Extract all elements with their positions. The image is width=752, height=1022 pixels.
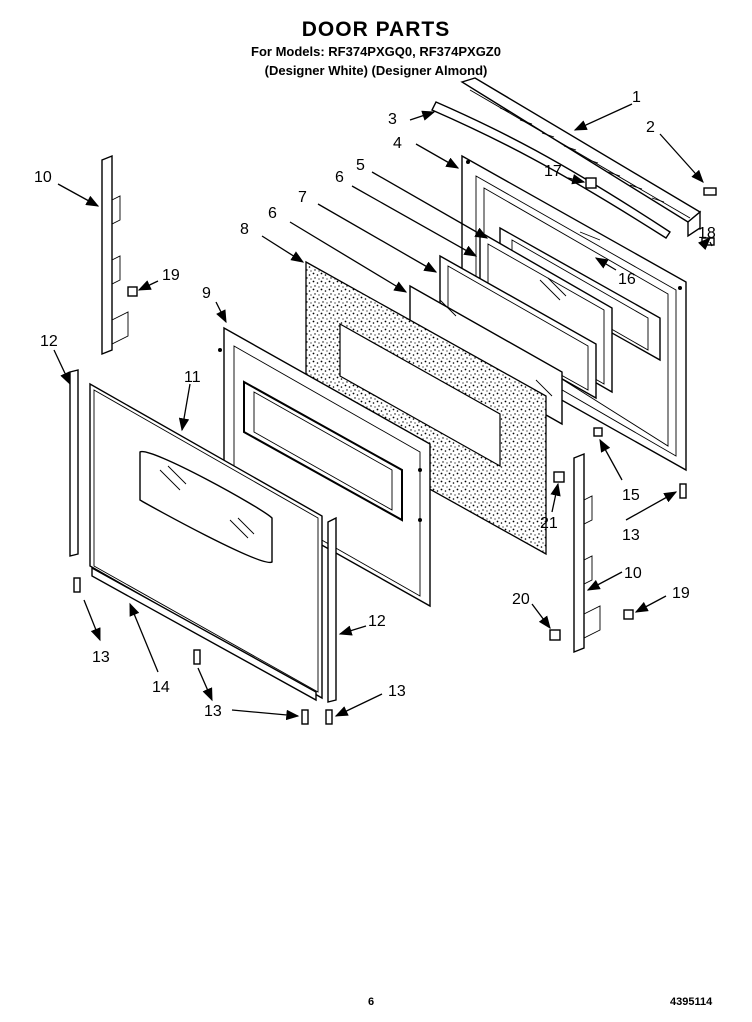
bottom-trim-part bbox=[91, 566, 317, 702]
bracket-part bbox=[593, 427, 603, 437]
screw-top-right bbox=[703, 187, 717, 196]
screw-hinge-upper bbox=[553, 471, 565, 483]
side-trim-left bbox=[69, 369, 79, 557]
callout-14: 14 bbox=[152, 679, 170, 696]
callout-4: 4 bbox=[393, 135, 402, 152]
outer-door-part bbox=[89, 382, 323, 700]
callout-5: 5 bbox=[356, 157, 365, 174]
screw-top bbox=[585, 177, 597, 189]
callout-12a: 12 bbox=[40, 333, 58, 350]
callout-19b: 19 bbox=[672, 585, 690, 602]
screw-bottom-c bbox=[325, 709, 333, 725]
screw-bottom-b bbox=[301, 709, 309, 725]
page-title: DOOR PARTS bbox=[301, 18, 451, 41]
callout-6b: 6 bbox=[268, 205, 277, 222]
callout-13c: 13 bbox=[388, 683, 406, 700]
models-line: For Models: RF374PXGQ0, RF374PXGZ0 bbox=[251, 44, 501, 59]
glass-panel-part bbox=[439, 254, 597, 400]
callout-10a: 10 bbox=[34, 169, 52, 186]
screw-bottom-a bbox=[193, 649, 201, 665]
callout-3: 3 bbox=[388, 111, 397, 128]
callout-17: 17 bbox=[544, 163, 562, 180]
hinge-right bbox=[573, 452, 601, 654]
screw-left bbox=[73, 577, 81, 593]
callout-1: 1 bbox=[632, 89, 641, 106]
callout-21: 21 bbox=[540, 515, 558, 532]
callout-13a: 13 bbox=[92, 649, 110, 666]
callout-16: 16 bbox=[618, 271, 636, 288]
callout-20: 20 bbox=[512, 591, 530, 608]
callout-11: 11 bbox=[184, 369, 201, 386]
page-number: 6 bbox=[368, 996, 375, 1008]
callout-19a: 19 bbox=[162, 267, 180, 284]
side-trim-right bbox=[327, 516, 337, 703]
callout-10b: 10 bbox=[624, 565, 642, 582]
hinge-left bbox=[101, 154, 129, 356]
clip-left bbox=[127, 286, 138, 297]
callout-13b: 13 bbox=[204, 703, 222, 720]
screw-right bbox=[679, 483, 687, 499]
clip-right bbox=[623, 609, 634, 620]
insulation-part bbox=[305, 260, 547, 556]
variants-line: (Designer White) (Designer Almond) bbox=[264, 63, 488, 78]
callout-2: 2 bbox=[646, 119, 655, 136]
vent-trim-part bbox=[460, 77, 702, 238]
callout-18: 18 bbox=[698, 225, 716, 242]
trim-strip-part bbox=[431, 101, 671, 239]
callout-6a: 6 bbox=[335, 169, 344, 186]
callout-9: 9 bbox=[202, 285, 211, 302]
leader-lines bbox=[53, 103, 713, 721]
screw-hinge bbox=[549, 629, 561, 641]
callout-8: 8 bbox=[240, 221, 249, 238]
callout-12b: 12 bbox=[368, 613, 386, 630]
callout-15: 15 bbox=[622, 487, 640, 504]
document-number: 4395114 bbox=[670, 996, 713, 1008]
door-liner-part bbox=[218, 326, 431, 608]
callout-7: 7 bbox=[298, 189, 307, 206]
callout-13d: 13 bbox=[622, 527, 640, 544]
